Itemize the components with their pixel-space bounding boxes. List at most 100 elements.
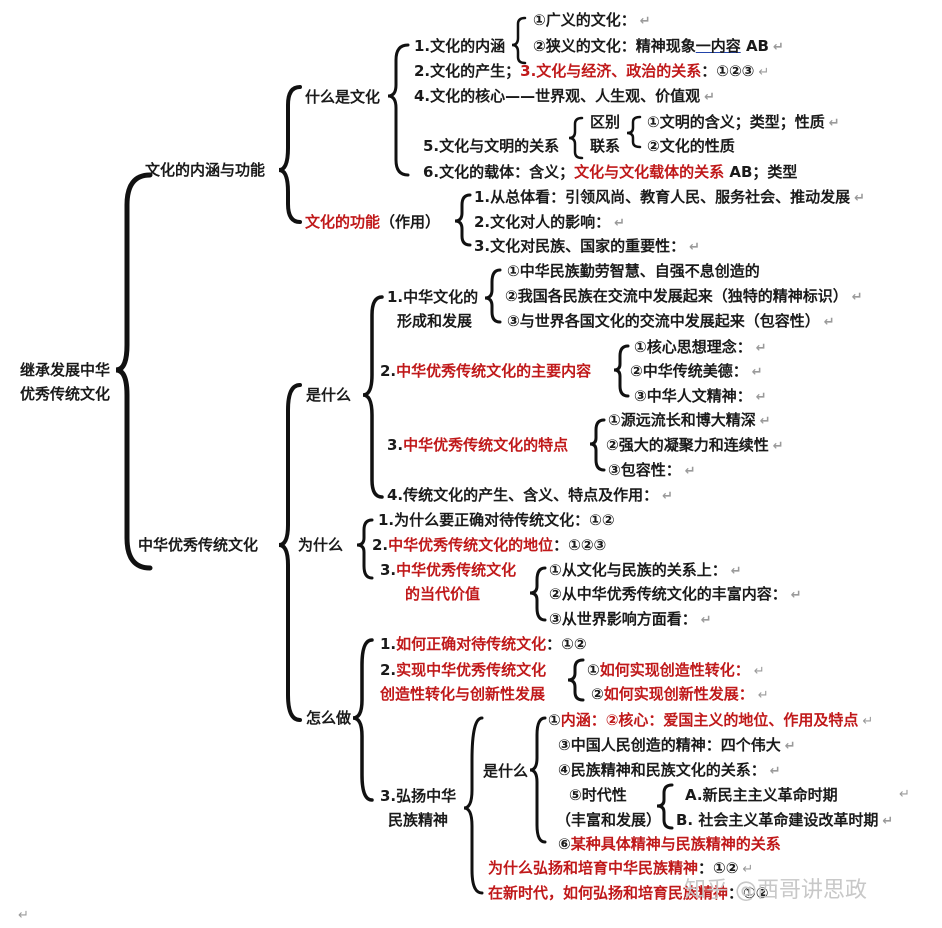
feature-item-3: ③包容性：↵ (608, 461, 696, 479)
formation-label-1: 1.中华文化的 (387, 288, 479, 306)
how-item-2-label-2: 创造性转化与创新性发展 (380, 685, 546, 703)
return-mark: ↵ (758, 65, 770, 80)
transform-item: ①如何实现创造性转化：↵ (587, 661, 765, 679)
function-item-3: 3.文化对民族、国家的重要性：↵ (474, 237, 701, 255)
brace-culture (278, 85, 302, 224)
connotation-label: 1.文化的内涵 (414, 37, 506, 55)
is-what-label: 是什么 (306, 386, 352, 404)
brace-formation (484, 268, 502, 324)
watermark: 知乎 @西哥讲思政 (684, 878, 867, 903)
return-mark: ↵ (790, 588, 802, 603)
return-mark: ↵ (18, 908, 29, 923)
return-mark: ↵ (757, 688, 769, 703)
era-a: A.新民主主义革命时期 (685, 786, 838, 804)
root-node-line1: 继承发展中华 (20, 361, 111, 379)
main-content-label: 2.中华优秀传统文化的主要内容 (380, 362, 592, 380)
formation-item-1: ①中华民族勤劳智慧、自强不息创造的 (507, 262, 760, 280)
brace-era (656, 783, 674, 830)
brace-function (454, 193, 472, 247)
return-mark: ↵ (772, 40, 784, 55)
return-mark: ↵ (753, 664, 765, 679)
why-item-2: 2.中华优秀传统文化的地位：①②③ (372, 536, 607, 554)
value-item-1: ①从文化与民族的关系上：↵ (549, 561, 742, 579)
brace-connotation (511, 16, 527, 65)
culture-core: 4.文化的核心——世界观、人生观、价值观↵ (414, 87, 716, 105)
return-mark: ↵ (882, 814, 894, 829)
return-mark: ↵ (689, 240, 701, 255)
culture-title: 文化的内涵与功能 (145, 161, 266, 179)
return-mark: ↵ (862, 714, 874, 729)
features-label: 3.中华优秀传统文化的特点 (387, 436, 569, 454)
brace-what-culture (387, 43, 410, 177)
formation-label-2: 形成和发展 (397, 312, 473, 330)
civ-definition: ①文明的含义；类型；性质↵ (647, 113, 840, 131)
era-label-1: ⑤时代性 (569, 786, 627, 804)
civ-diff: 区别 (590, 113, 621, 131)
formation-item-3: ③与世界各国文化的交流中发展起来（包容性）↵ (507, 312, 835, 330)
formation-item-2: ②我国各民族在交流中发展起来（独特的精神标识）↵ (505, 287, 863, 305)
what-is-culture-label: 什么是文化 (305, 88, 381, 106)
value-item-2: ②从中华优秀传统文化的丰富内容：↵ (549, 585, 802, 603)
broad-culture: ①广义的文化：↵ (533, 11, 651, 29)
return-mark: ↵ (742, 862, 754, 877)
spirit-row-2: ③中国人民创造的精神：四个伟大↵ (558, 736, 796, 754)
new-era-spirit: 在新时代，如何弘扬和培育民族精神：①② (488, 884, 769, 902)
spirit-label-2: 民族精神 (388, 811, 449, 829)
return-mark: ↵ (755, 341, 767, 356)
era-label-2: （丰富和发展） (556, 811, 662, 829)
carrier-line: 6.文化的载体：含义；文化与文化载体的关系 AB；类型 (423, 163, 798, 181)
brace-why (356, 518, 374, 580)
content-item-3: ③中华人文精神：↵ (634, 387, 767, 405)
how-label: 怎么做 (306, 709, 352, 727)
return-mark: ↵ (751, 365, 763, 380)
brace-how (352, 638, 374, 802)
brace-content (613, 344, 630, 398)
brace-root (115, 172, 153, 571)
return-mark: ↵ (823, 315, 835, 330)
brace-spirit (463, 716, 484, 895)
brace-spirit-what (529, 716, 547, 844)
origin-line: 2.文化的产生；3.文化与经济、政治的关系：①②③↵ (414, 62, 770, 80)
brace-innovation (567, 658, 585, 702)
root-node-line2: 优秀传统文化 (20, 385, 111, 403)
return-mark: ↵ (851, 290, 863, 305)
civ-relation-label: 5.文化与文明的关系 (423, 137, 560, 155)
feature-item-2: ②强大的凝聚力和连续性↵ (606, 436, 784, 454)
return-mark: ↵ (662, 489, 674, 504)
brace-features (589, 418, 606, 472)
feature-item-1: ①源远流长和博大精深↵ (608, 411, 771, 429)
return-mark: ↵ (730, 564, 742, 579)
brace-civilization (568, 116, 584, 160)
why-item-3-label-1: 3.中华优秀传统文化 (380, 561, 517, 579)
spirit-row-6: ⑥某种具体精神与民族精神的关系 (558, 835, 781, 853)
spirit-row-3: ④民族精神和民族文化的关系：↵ (558, 761, 781, 779)
return-mark: ↵ (899, 787, 910, 802)
brace-tradition (278, 383, 302, 722)
content-item-1: ①核心思想理念：↵ (634, 338, 767, 356)
return-mark: ↵ (755, 390, 767, 405)
brace-diff (626, 115, 642, 149)
function-label: 文化的功能（作用） (305, 213, 441, 231)
return-mark: ↵ (614, 216, 626, 231)
era-b: B. 社会主义革命建设改革时期↵ (676, 811, 894, 829)
return-mark: ↵ (704, 90, 716, 105)
innovate-item: ②如何实现创新性发展：↵ (591, 685, 769, 703)
civ-link: 联系 (590, 137, 621, 155)
spirit-what-label: 是什么 (483, 762, 529, 780)
return-mark: ↵ (639, 14, 651, 29)
narrow-culture: ②狭义的文化：精神现象一内容 AB↵ (533, 37, 784, 55)
spirit-row-1: ①内涵：②核心：爱国主义的地位、作用及特点↵ (548, 711, 874, 729)
function-item-2: 2.文化对人的影响：↵ (474, 213, 626, 231)
return-mark: ↵ (854, 191, 866, 206)
spirit-label-1: 3.弘扬中华 (380, 787, 457, 805)
return-mark: ↵ (700, 613, 712, 628)
how-item-1: 1.如何正确对待传统文化：①② (380, 635, 587, 653)
value-item-3: ③从世界影响方面看：↵ (549, 610, 712, 628)
return-mark: ↵ (772, 439, 784, 454)
why-item-3-label-2: 的当代价值 (405, 585, 481, 603)
brace-is-what (362, 295, 384, 499)
return-mark: ↵ (759, 414, 771, 429)
how-item-2-label-1: 2.实现中华优秀传统文化 (380, 661, 547, 679)
why-spirit: 为什么弘扬和培育中华民族精神：①②↵ (488, 859, 754, 877)
